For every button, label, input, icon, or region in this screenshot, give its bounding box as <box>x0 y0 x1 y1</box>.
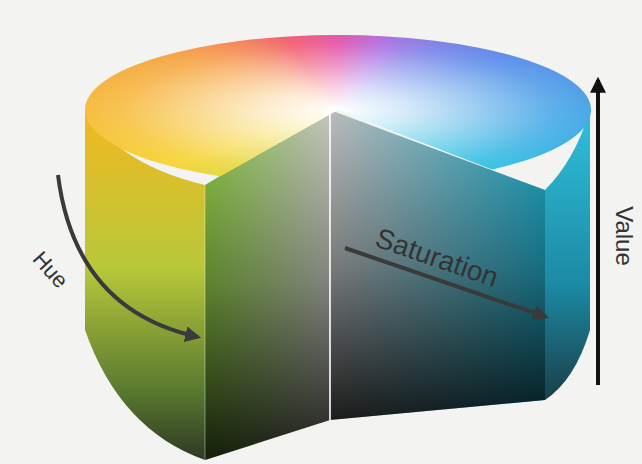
axis-label: Hue <box>28 248 71 293</box>
axis-label: Value <box>612 206 636 266</box>
value-axis <box>329 110 331 420</box>
value-arrow <box>596 80 600 385</box>
cut-edge-left <box>205 185 206 460</box>
outer-wall-right <box>545 110 590 400</box>
axis-label: Saturation <box>372 224 502 292</box>
hue-arrow <box>58 175 198 337</box>
